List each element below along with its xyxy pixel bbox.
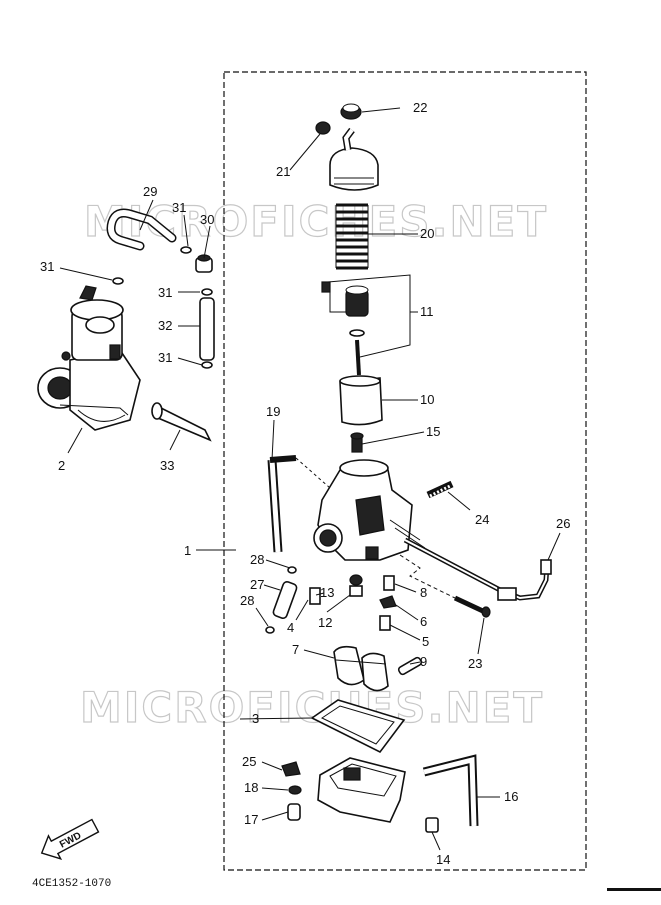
float-chamber-gasket-part bbox=[310, 699, 406, 754]
callout-12: 12 bbox=[318, 615, 332, 630]
callout-26: 26 bbox=[556, 516, 570, 531]
callout-16: 16 bbox=[504, 789, 518, 804]
callout-14: 14 bbox=[436, 852, 450, 867]
throttle-cable-part bbox=[403, 537, 552, 601]
callout-31-bottom: 31 bbox=[158, 350, 172, 365]
callout-31-middle: 31 bbox=[158, 285, 172, 300]
watermark-bottom: MICROFICHES.NET bbox=[80, 683, 544, 732]
float-chamber-part bbox=[317, 757, 406, 823]
callout-22: 22 bbox=[413, 100, 427, 115]
assembly-boundary bbox=[223, 71, 587, 871]
overflow-hose-part bbox=[267, 455, 297, 553]
callout-8: 8 bbox=[420, 585, 427, 600]
overflow-pipe-part bbox=[272, 581, 298, 619]
callout-10: 10 bbox=[420, 392, 434, 407]
callout-31-top: 31 bbox=[172, 200, 186, 215]
callout-17: 17 bbox=[244, 812, 258, 827]
clip-part-3 bbox=[201, 288, 213, 296]
starter-jet-part bbox=[383, 575, 395, 591]
callout-32: 32 bbox=[158, 318, 172, 333]
callout-25: 25 bbox=[242, 754, 256, 769]
cap-part bbox=[340, 103, 362, 120]
callout-28-lower: 28 bbox=[240, 593, 254, 608]
callout-33: 33 bbox=[160, 458, 174, 473]
callout-27: 27 bbox=[250, 577, 264, 592]
callout-30: 30 bbox=[200, 212, 214, 227]
callout-2: 2 bbox=[58, 458, 65, 473]
idle-screw-part bbox=[453, 595, 491, 618]
callout-19: 19 bbox=[266, 404, 280, 419]
drain-screw-part bbox=[425, 817, 439, 833]
washer-part bbox=[349, 574, 363, 586]
callout-4: 4 bbox=[287, 620, 294, 635]
main-jet-part bbox=[349, 585, 363, 597]
carburetor-assembly-part bbox=[37, 285, 141, 431]
throttle-spring-part bbox=[335, 203, 369, 270]
bracket-part bbox=[281, 761, 301, 777]
small-clip-part-1 bbox=[287, 566, 297, 574]
pipe-part bbox=[199, 297, 215, 361]
small-clip-part-2 bbox=[265, 626, 275, 634]
callout-21: 21 bbox=[276, 164, 290, 179]
callout-15: 15 bbox=[426, 424, 440, 439]
reference-code: 4CE1352-1070 bbox=[32, 878, 111, 890]
lock-washer-part bbox=[288, 785, 302, 795]
callout-28-upper: 28 bbox=[250, 552, 264, 567]
callout-23: 23 bbox=[468, 656, 482, 671]
callout-24: 24 bbox=[475, 512, 489, 527]
carburetor-body-part bbox=[313, 459, 426, 561]
callout-13: 13 bbox=[320, 585, 334, 600]
throttle-valve-part bbox=[339, 375, 383, 426]
callout-7: 7 bbox=[292, 642, 299, 657]
callout-6: 6 bbox=[420, 614, 427, 629]
callout-1: 1 bbox=[184, 543, 191, 558]
float-pin-part bbox=[397, 656, 423, 676]
callout-3: 3 bbox=[252, 711, 259, 726]
holder-part bbox=[379, 595, 397, 609]
needle-set-part bbox=[321, 281, 369, 376]
small-cap-part bbox=[315, 121, 331, 135]
float-part bbox=[333, 645, 389, 692]
callout-29: 29 bbox=[143, 184, 157, 199]
callout-leaders bbox=[59, 107, 561, 851]
air-screw-part bbox=[426, 480, 454, 499]
corner-mark bbox=[607, 888, 661, 891]
pilot-jet-part bbox=[309, 587, 321, 605]
needle-jet-part bbox=[350, 432, 364, 453]
plug-screw-part bbox=[379, 615, 391, 631]
callout-9: 9 bbox=[420, 654, 427, 669]
callout-31-left: 31 bbox=[40, 259, 54, 274]
callout-18: 18 bbox=[244, 780, 258, 795]
fwd-arrow-icon: FWD bbox=[40, 818, 100, 860]
hose-joint-part bbox=[195, 254, 213, 273]
top-cap-part bbox=[329, 127, 379, 191]
callout-5: 5 bbox=[422, 634, 429, 649]
screw-part bbox=[287, 803, 301, 821]
clip-part-4 bbox=[201, 361, 213, 369]
callout-11: 11 bbox=[420, 304, 434, 319]
float-drain-hose-part bbox=[422, 754, 479, 827]
watermark-top: MICROFICHES.NET bbox=[84, 197, 548, 246]
clip-part-2 bbox=[112, 277, 124, 285]
fwd-label: FWD bbox=[58, 830, 83, 850]
callout-20: 20 bbox=[420, 226, 434, 241]
clip-part-1 bbox=[180, 246, 192, 254]
drain-hose-part bbox=[151, 402, 212, 442]
